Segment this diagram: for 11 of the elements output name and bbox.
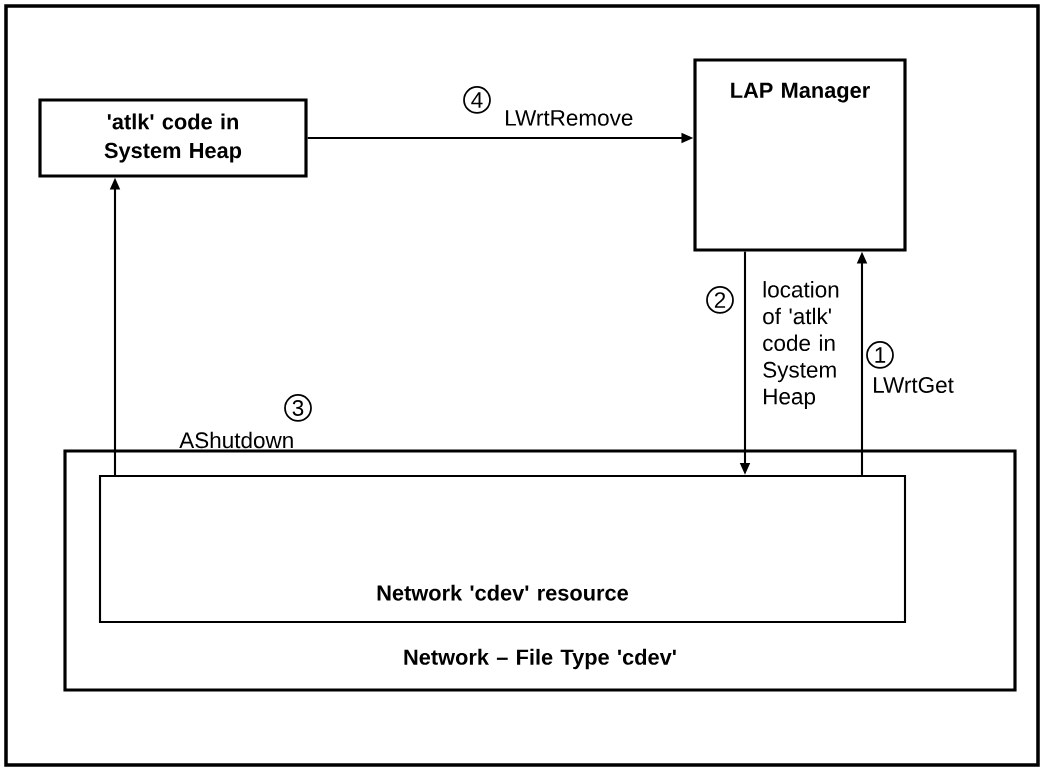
- callout-number: 4: [463, 86, 491, 114]
- edge-label: LWrtRemove: [506, 110, 633, 126]
- callout-number: 2: [706, 286, 734, 314]
- callout-number: 3: [284, 394, 312, 422]
- edge-label: location of 'atlk' code in System Heap: [763, 281, 839, 409]
- manager-box: LAP Manager: [693, 58, 907, 252]
- resource-box: Network 'cdev' resource: [98, 474, 907, 624]
- code-box: 'atlk' code in System Heap: [38, 98, 308, 178]
- edge-label: LWrtGet: [874, 377, 954, 393]
- edge-label: AShutdown: [179, 431, 293, 449]
- callout-number: 1: [866, 341, 894, 369]
